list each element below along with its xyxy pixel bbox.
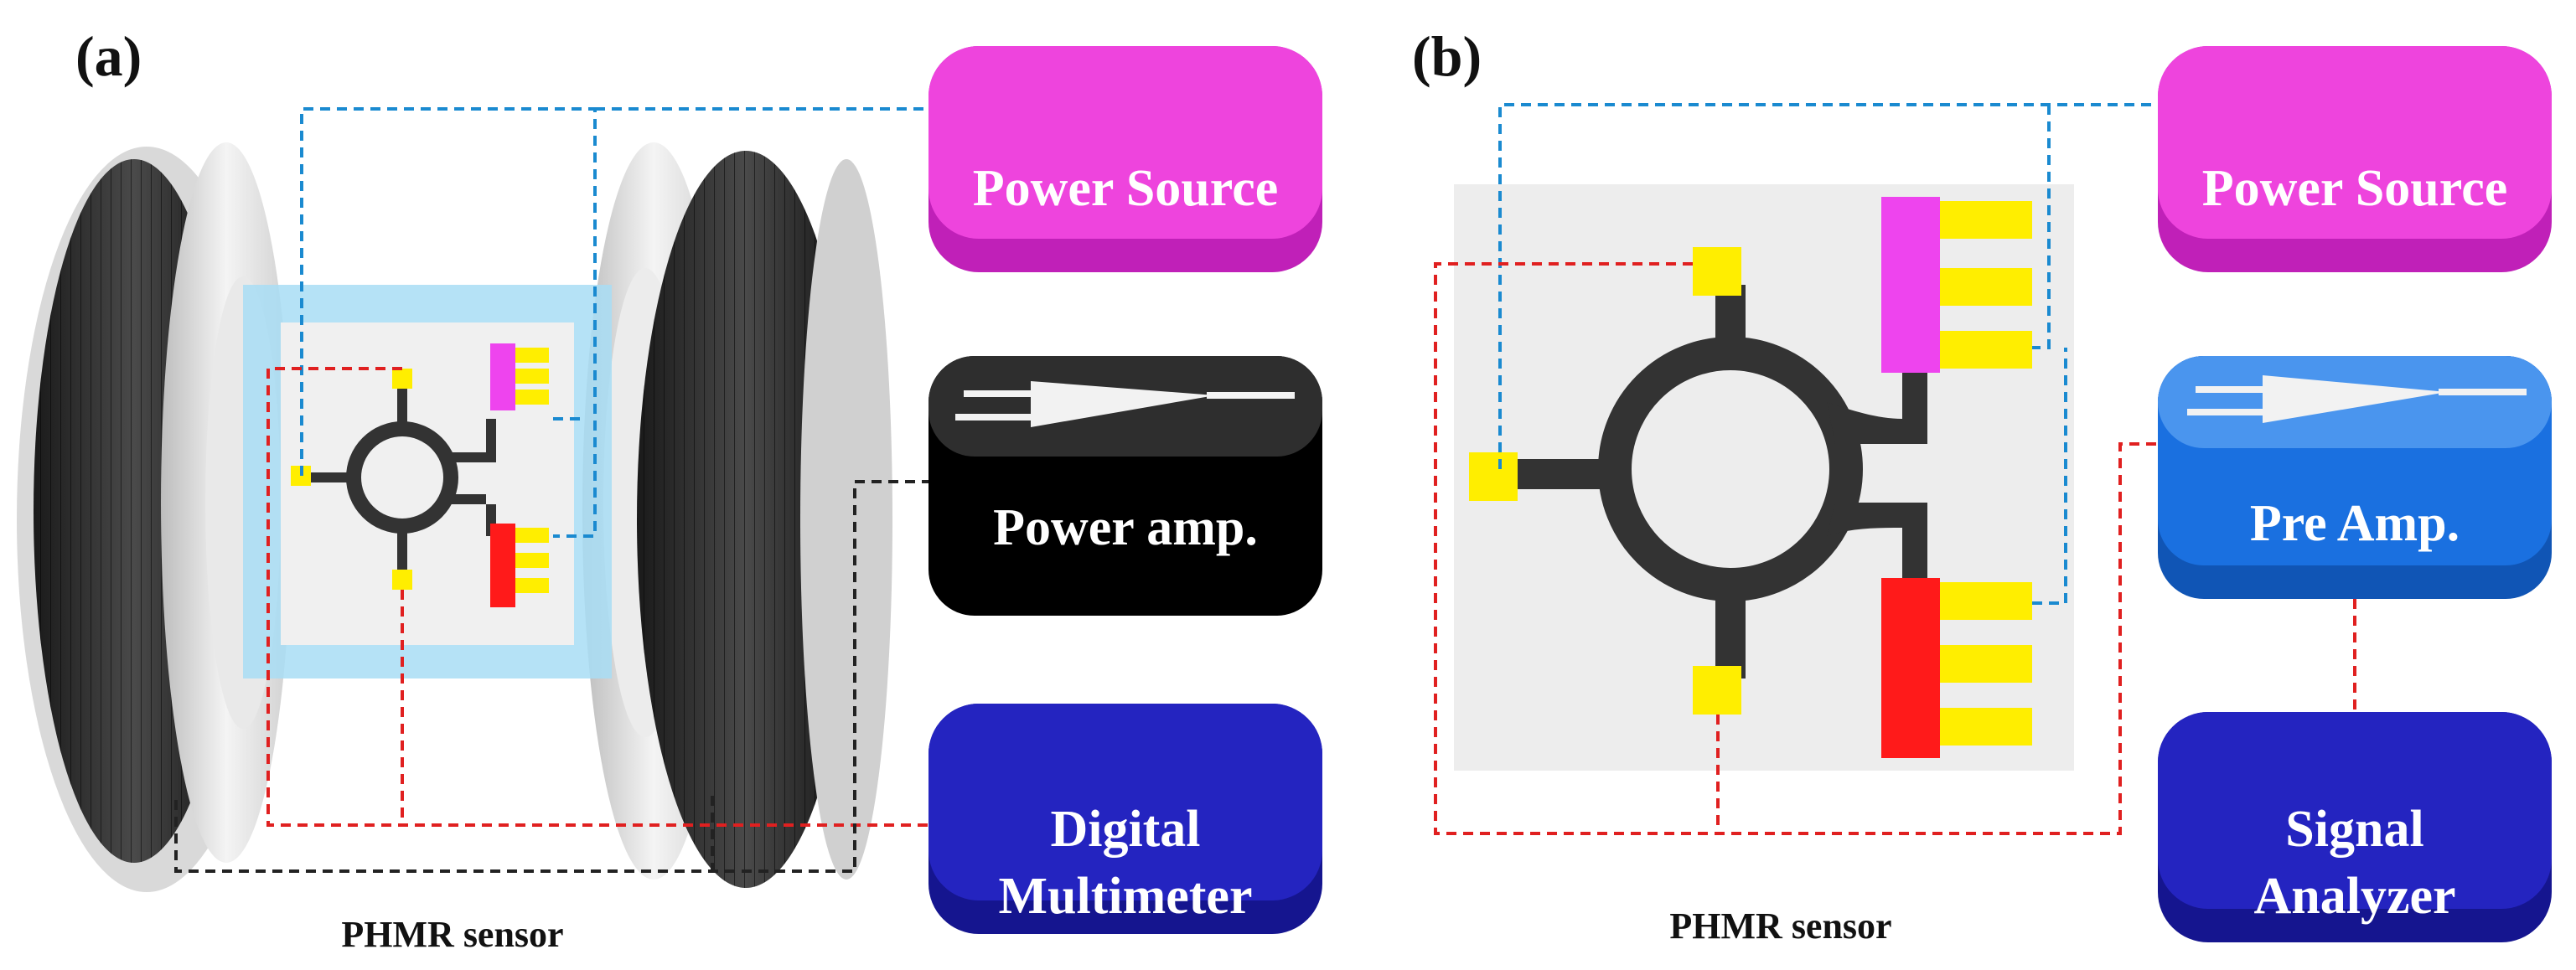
phmr-sensor-a bbox=[291, 343, 549, 607]
panel-b-wires bbox=[1434, 103, 2356, 835]
panel-b-label: (b) bbox=[1412, 24, 1482, 88]
panel-b-caption: PHMR sensor bbox=[1669, 906, 1891, 947]
analyzer-label-line2: Analyzer bbox=[2253, 868, 2455, 925]
pre-amp-box: Pre Amp. bbox=[2158, 356, 2552, 599]
multimeter-label-line1: Digital bbox=[1050, 801, 1200, 858]
digital-multimeter-box: Digital Multimeter bbox=[928, 704, 1322, 934]
phmr-sensor-b bbox=[1469, 197, 2032, 758]
power-source-box-a: Power Source bbox=[928, 46, 1322, 272]
pre-amp-label: Pre Amp. bbox=[2250, 495, 2460, 552]
panel-a-caption: PHMR sensor bbox=[341, 914, 563, 955]
power-source-box-b: Power Source bbox=[2158, 46, 2552, 272]
amplifier-symbol-icon bbox=[1031, 381, 1215, 427]
power-source-label-a: Power Source bbox=[973, 160, 1278, 217]
left-coil bbox=[17, 142, 292, 892]
right-coil bbox=[582, 142, 892, 888]
power-amp-label: Power amp. bbox=[993, 499, 1258, 556]
analyzer-label-line1: Signal bbox=[2285, 801, 2423, 858]
panel-a-label: (a) bbox=[75, 24, 142, 88]
multimeter-label-line2: Multimeter bbox=[999, 868, 1253, 925]
power-amp-box: Power amp. bbox=[928, 356, 1322, 616]
power-source-label-b: Power Source bbox=[2202, 160, 2507, 217]
signal-analyzer-box: Signal Analyzer bbox=[2158, 712, 2552, 942]
panel-a-wires bbox=[174, 107, 930, 873]
amplifier-symbol-icon bbox=[2263, 375, 2447, 423]
